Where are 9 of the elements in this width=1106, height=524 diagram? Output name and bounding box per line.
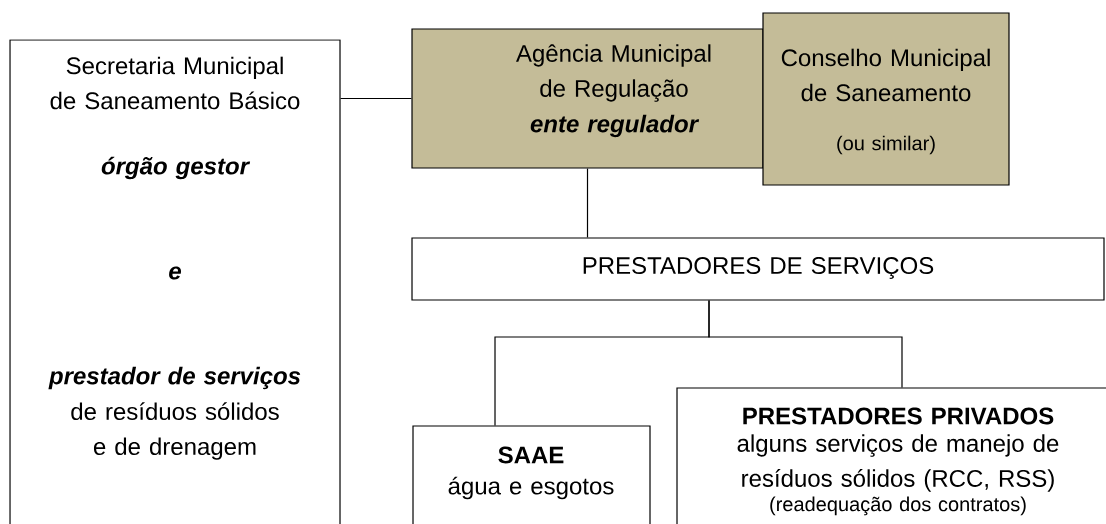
connector-line — [340, 97, 412, 100]
organization-box: Agência Municipal de Regulação ente regulador — [411, 28, 764, 169]
organization-box: SAAE água e esgotos — [412, 425, 651, 524]
organization-box: PRESTADORES PRIVADOS alguns serviços de manejo de resíduos sólidos (RCC, RSS) (readequação dos contratos) — [676, 387, 1106, 524]
connector-line — [708, 300, 903, 388]
organization-box: Conselho Municipal de Saneamento (ou similar) — [762, 12, 1010, 186]
connector-line — [586, 168, 589, 238]
organization-box: Secretaria Municipal de Saneamento Básico órgão gestor e prestador de serviços de resíduos sólidos e de drenagem — [9, 39, 341, 524]
organization-box: PRESTADORES DE SERVIÇOS — [411, 237, 1105, 301]
